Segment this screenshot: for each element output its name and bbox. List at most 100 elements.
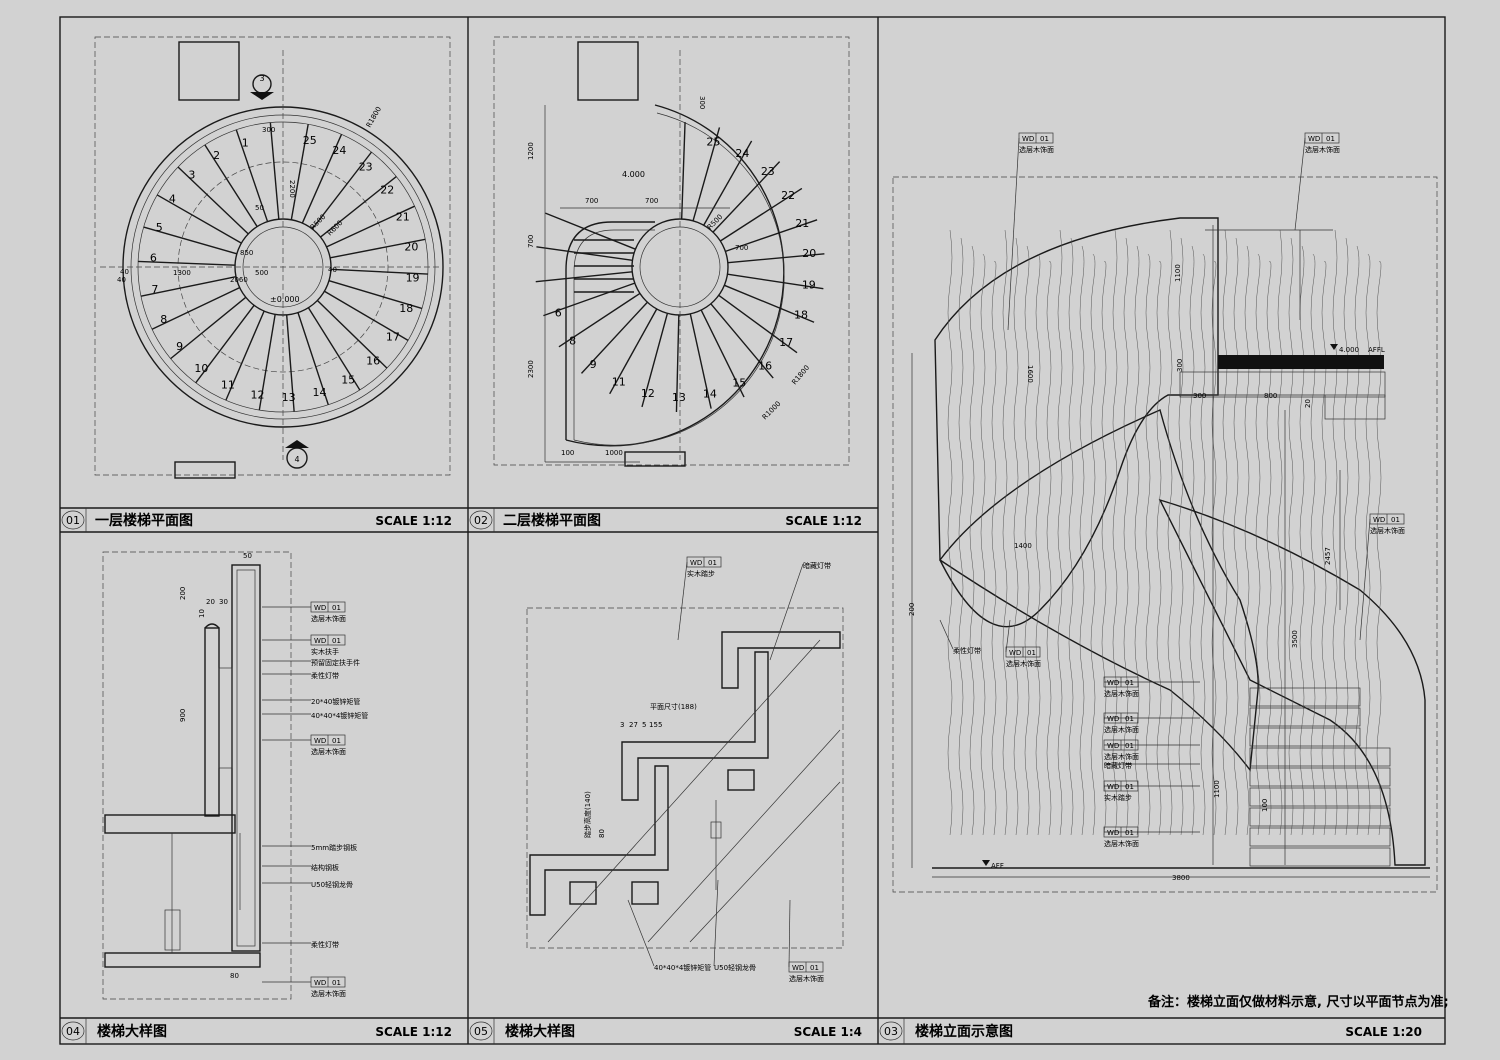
step-number: 12 (641, 387, 655, 400)
callout-tag: 柔性灯带 (262, 671, 339, 680)
step-number: 7 (151, 283, 158, 296)
step-block (1249, 767, 1391, 787)
svg-text:3800: 3800 (1172, 874, 1190, 882)
tread-line (545, 212, 636, 250)
grain-line (1255, 253, 1261, 836)
tag-label: 实木踏步 (1104, 793, 1132, 802)
svg-text:楼梯大样图: 楼梯大样图 (97, 1023, 167, 1040)
tag-label: 20*40镀锌矩管 (311, 697, 360, 706)
tread-line (718, 294, 798, 354)
tread-line (320, 175, 397, 238)
sheet-border (59, 16, 1446, 1045)
svg-text:300: 300 (1176, 359, 1184, 372)
tag-code: WD (314, 604, 326, 612)
tag-label: 5mm踏步钢板 (311, 843, 357, 852)
svg-text:80: 80 (598, 829, 606, 838)
step-number: 6 (555, 307, 562, 320)
tread-line (641, 313, 669, 408)
tag-label: 40*40*4镀锌矩管 (654, 963, 711, 972)
grain-line (1244, 245, 1250, 836)
tag-num: 01 (332, 737, 341, 745)
svg-text:SCALE 1:20: SCALE 1:20 (1345, 1025, 1422, 1039)
step-number: 20 (404, 240, 418, 253)
elevation-03-steps (1249, 687, 1391, 867)
tag-label: 结构钢板 (311, 863, 339, 872)
step-number: 3 (188, 168, 195, 181)
grain-line (991, 261, 997, 836)
svg-text:2300: 2300 (527, 360, 535, 378)
tag-code: WD (1308, 135, 1320, 143)
plan-01-treads (138, 122, 428, 412)
tag-code: WD (1009, 649, 1021, 657)
step-block (1249, 727, 1361, 747)
section-mark-4: 4 (285, 440, 309, 469)
tag-label: 选层木饰面 (311, 989, 346, 998)
leader-line (769, 563, 804, 661)
tread-line (311, 151, 373, 230)
callout-tag: 柔性灯带 (262, 940, 339, 949)
leader-line (1007, 137, 1020, 331)
title-bar-02: 02 二层楼梯平面图 SCALE 1:12 (469, 508, 862, 532)
tag-num: 01 (708, 559, 717, 567)
title-bar-05: 05 楼梯大样图 SCALE 1:4 (469, 1018, 862, 1044)
callout-tag: U50轻钢龙骨 (262, 880, 353, 889)
tread-line (269, 122, 280, 220)
tread-line (727, 253, 825, 264)
svg-text:AFFL: AFFL (1368, 346, 1385, 354)
step-number: 15 (732, 377, 746, 390)
tag-code: WD (1107, 742, 1119, 750)
svg-text:平面尺寸(188): 平面尺寸(188) (650, 702, 697, 711)
grain-line (1211, 261, 1217, 836)
grain-line (1101, 261, 1107, 836)
svg-text:05: 05 (474, 1025, 488, 1038)
wood-grain-texture (947, 229, 1382, 836)
svg-text:30: 30 (219, 598, 228, 606)
svg-text:R1800: R1800 (790, 364, 811, 387)
tag-label: 柔性灯带 (311, 940, 339, 949)
tread-line (324, 290, 409, 341)
tag-num: 01 (1125, 715, 1134, 723)
step-number: 4 (169, 193, 176, 206)
grain-line (1156, 261, 1162, 836)
svg-text:楼梯大样图: 楼梯大样图 (505, 1023, 575, 1040)
svg-text:4: 4 (294, 455, 299, 464)
svg-text:5: 5 (642, 721, 646, 729)
svg-text:1100: 1100 (1213, 780, 1221, 798)
svg-text:80: 80 (230, 972, 239, 980)
tread-line (326, 205, 415, 248)
step-number: 5 (156, 221, 163, 234)
tread-line (195, 304, 255, 384)
step-block (1249, 687, 1361, 707)
plan-02-treads (535, 122, 825, 412)
step-number: 19 (406, 272, 420, 285)
grain-line (1189, 245, 1195, 836)
tag-num: 01 (332, 979, 341, 987)
grain-line (1112, 229, 1118, 836)
tag-code: WD (1107, 829, 1119, 837)
tag-label: 预留固定扶手件 (311, 658, 360, 667)
svg-text:40: 40 (117, 276, 126, 284)
tag-code: WD (314, 979, 326, 987)
grain-line (1321, 261, 1327, 836)
grain-line (1046, 261, 1052, 836)
step-block (1249, 787, 1391, 807)
tread-line (297, 312, 329, 405)
tread-line (235, 129, 269, 222)
tread-line (727, 273, 824, 290)
grain-line (1002, 229, 1008, 836)
tag-code: WD (792, 964, 804, 972)
step-number: 2 (213, 149, 220, 162)
tag-label: 柔性灯带 (311, 671, 339, 680)
grain-line (1200, 253, 1206, 836)
tread-line (143, 226, 238, 255)
svg-text:1600: 1600 (1026, 365, 1034, 383)
tread-line (680, 122, 686, 220)
tread-line (258, 314, 276, 411)
svg-text:SCALE 1:12: SCALE 1:12 (375, 1025, 452, 1039)
grain-line (1178, 237, 1184, 836)
